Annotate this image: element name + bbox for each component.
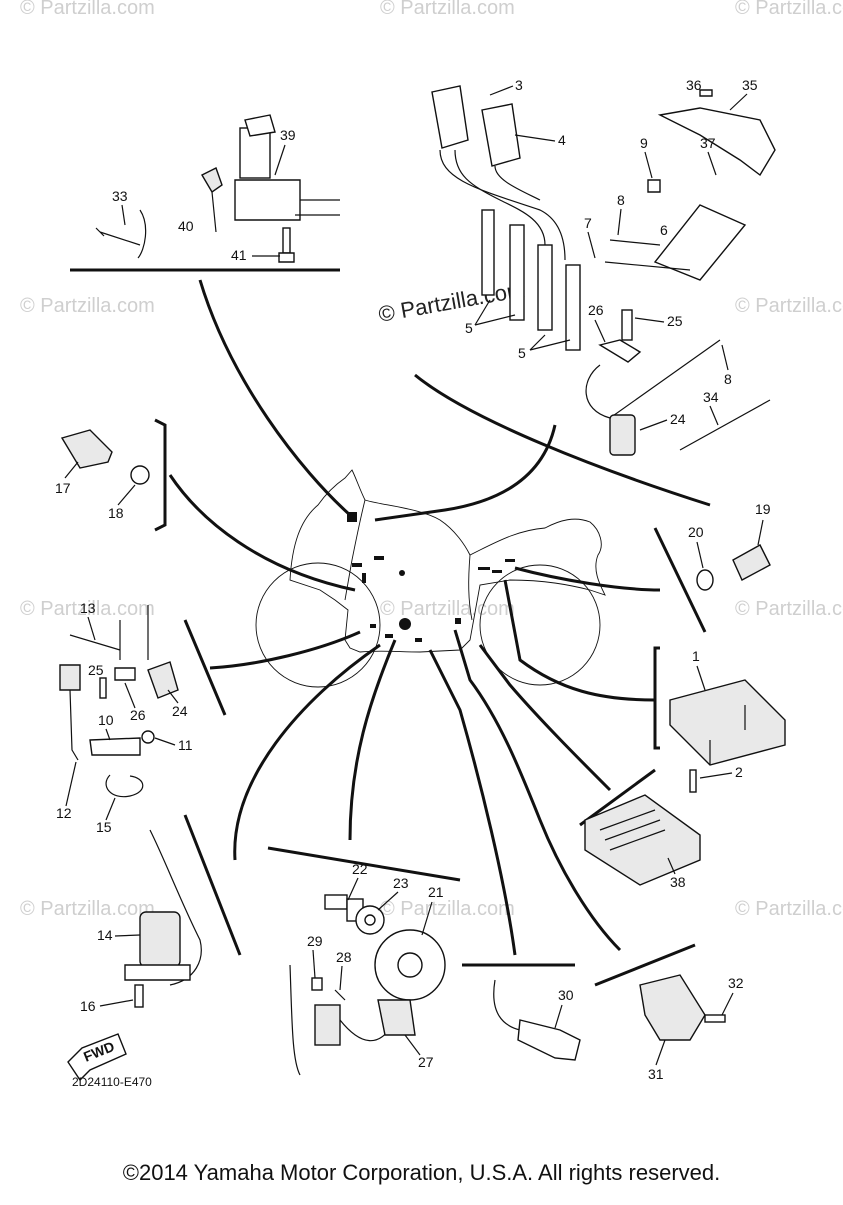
- callout-32: 32: [728, 975, 744, 991]
- callout-13: 13: [80, 600, 96, 616]
- callout-41: 41: [231, 247, 247, 263]
- callout-40: 40: [178, 218, 194, 234]
- tps-sensor-group: [639, 974, 726, 1041]
- callout-39: 39: [280, 127, 296, 143]
- watermark-text: © Partzilla.com: [735, 0, 843, 19]
- diagram-code: 2D24110-E470: [72, 1075, 152, 1089]
- callout-4: 4: [558, 132, 566, 148]
- callout-9: 9: [640, 135, 648, 151]
- callout-29: 29: [307, 933, 323, 949]
- callout-17: 17: [55, 480, 71, 496]
- watermarks: © Partzilla.com © Partzilla.com © Partzi…: [20, 0, 843, 920]
- watermark-text: © Partzilla.com: [380, 598, 515, 620]
- callout-31: 31: [648, 1066, 664, 1082]
- callout-33: 33: [112, 188, 128, 204]
- callout-12: 12: [56, 805, 72, 821]
- callout-19: 19: [755, 501, 771, 517]
- callout-36: 36: [686, 77, 702, 93]
- callout-6: 6: [660, 222, 668, 238]
- fwd-arrow-icon: FWD: [67, 1033, 127, 1082]
- watermark-main: © Partzilla.com: [377, 277, 527, 327]
- callout-10: 10: [98, 712, 114, 728]
- sensor-19-group: [696, 544, 771, 591]
- callout-5: 5: [465, 320, 473, 336]
- callout-26: 26: [130, 707, 146, 723]
- ignition-coil-group: [431, 85, 776, 456]
- watermark-text: © Partzilla.com: [735, 295, 843, 317]
- callout-30: 30: [558, 987, 574, 1003]
- callout-24: 24: [670, 411, 686, 427]
- callout-27: 27: [418, 1054, 434, 1070]
- ecu-group: [584, 679, 786, 886]
- callout-38: 38: [670, 874, 686, 890]
- watermark-text: © Partzilla.com: [20, 598, 155, 620]
- callout-35: 35: [742, 77, 758, 93]
- callout-25: 25: [667, 313, 683, 329]
- callout-37: 37: [700, 135, 716, 151]
- copyright-notice: ©2014 Yamaha Motor Corporation, U.S.A. A…: [122, 1160, 721, 1185]
- sensor-17-group: [60, 429, 150, 485]
- callouts: 3 4 5 5 36 35 9 37 8 6 7 26 25 8 34 24 3…: [55, 77, 771, 1082]
- crank-sensor-group: [289, 894, 446, 1076]
- watermark-text: © Partzilla.com: [380, 0, 515, 19]
- o2-sensor-group: [493, 979, 581, 1061]
- watermark-text: © Partzilla.com: [735, 598, 843, 620]
- callout-25: 25: [88, 662, 104, 678]
- callout-34: 34: [703, 389, 719, 405]
- leader-lines: [168, 279, 661, 956]
- group-brackets: [70, 268, 711, 987]
- callout-2: 2: [735, 764, 743, 780]
- callout-8: 8: [617, 192, 625, 208]
- sensor-14-group: [124, 829, 202, 1008]
- watermark-text: © Partzilla.com: [20, 295, 155, 317]
- watermark-text: © Partzilla.com: [20, 0, 155, 19]
- bike-part-markers: [347, 512, 515, 642]
- callout-23: 23: [393, 875, 409, 891]
- watermark-text: © Partzilla.com: [20, 898, 155, 920]
- callout-15: 15: [96, 819, 112, 835]
- callout-8: 8: [724, 371, 732, 387]
- callout-1: 1: [692, 648, 700, 664]
- callout-21: 21: [428, 884, 444, 900]
- callout-14: 14: [97, 927, 113, 943]
- sensor-cluster-left: [59, 605, 179, 798]
- watermark-text: © Partzilla.com: [735, 898, 843, 920]
- callout-22: 22: [352, 861, 368, 877]
- callout-16: 16: [80, 998, 96, 1014]
- callout-24: 24: [172, 703, 188, 719]
- callout-26: 26: [588, 302, 604, 318]
- callout-28: 28: [336, 949, 352, 965]
- callout-3: 3: [515, 77, 523, 93]
- callout-20: 20: [688, 524, 704, 540]
- ignition-switch-group: [95, 114, 340, 263]
- callout-18: 18: [108, 505, 124, 521]
- callout-11: 11: [178, 737, 193, 753]
- callout-5: 5: [518, 345, 526, 361]
- watermark-text: © Partzilla.com: [380, 898, 515, 920]
- callout-7: 7: [584, 215, 592, 231]
- motorcycle-outline: [255, 469, 606, 688]
